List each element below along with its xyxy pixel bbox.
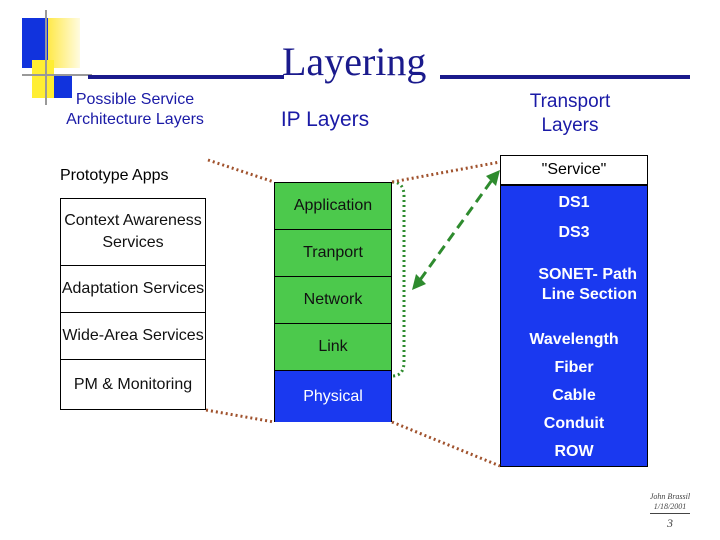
connector-green-arrow	[418, 179, 494, 281]
transport-layer-wavelength: Wavelength	[529, 331, 619, 348]
ip-layer-physical: Physical	[275, 371, 391, 422]
transport-layers-stack: DS1 DS3 SONET- Path Line Section Wavelen…	[500, 185, 648, 467]
service-layer-context-awareness: Context Awareness Services	[64, 212, 202, 251]
divider	[61, 359, 205, 360]
corner-block-yellow-gradient	[48, 18, 80, 68]
service-layer-adaptation: Adaptation Services	[61, 280, 205, 297]
transport-layer-conduit: Conduit	[543, 415, 605, 432]
arrowhead-up	[486, 170, 500, 186]
service-label: "Service"	[541, 161, 607, 178]
connector-brown-bottom	[205, 408, 275, 424]
arrowhead-down	[412, 274, 426, 290]
footer-author: John Brassil	[649, 492, 691, 501]
divider	[275, 323, 391, 324]
header-ip-layers: IP Layers	[280, 108, 370, 131]
divider	[61, 265, 205, 266]
divider	[275, 229, 391, 230]
ip-layers-stack: Application Tranport Network Link Physic…	[274, 182, 392, 422]
connector-brown-ip-transport-bottom	[391, 420, 501, 468]
transport-layer-row: ROW	[554, 443, 594, 460]
ip-layer-link: Link	[318, 338, 348, 355]
corner-block-blue	[22, 18, 48, 68]
footer-date: 1/18/2001	[653, 502, 687, 511]
connector-green-bracket	[391, 180, 406, 378]
transport-layer-ds1: DS1	[558, 194, 590, 211]
header-transport-layers: Transport Layers	[529, 91, 611, 136]
title-rule-right	[440, 75, 690, 79]
divider	[275, 370, 391, 371]
prototype-apps-box: Prototype Apps	[60, 160, 208, 192]
service-layer-wide-area: Wide-Area Services	[62, 327, 204, 344]
title-rule-left	[88, 75, 284, 79]
ip-layer-application: Application	[293, 197, 373, 214]
corner-horizontal-line	[22, 74, 92, 76]
ip-layer-network: Network	[303, 291, 363, 308]
transport-layer-sonet: SONET- Path Line Section	[538, 266, 637, 303]
prototype-apps-label: Prototype Apps	[60, 167, 169, 184]
corner-block-blue-small	[54, 76, 72, 98]
connector-brown-top	[207, 158, 275, 184]
page-number: 3	[667, 516, 673, 530]
connector-brown-ip-transport-top	[391, 160, 501, 184]
corner-block-yellow	[32, 60, 54, 98]
divider	[275, 276, 391, 277]
divider	[61, 312, 205, 313]
transport-layer-cable: Cable	[552, 387, 596, 404]
service-architecture-stack: Context Awareness Services Adaptation Se…	[60, 198, 206, 410]
transport-layer-fiber: Fiber	[554, 359, 594, 376]
transport-layer-ds3: DS3	[558, 224, 590, 241]
corner-vertical-line	[45, 10, 47, 105]
footer-rule	[650, 513, 690, 514]
ip-layer-transport: Tranport	[303, 244, 363, 261]
header-service-architecture: Possible Service Architecture Layers	[66, 91, 204, 128]
page-title: Layering	[282, 39, 427, 84]
service-box: "Service"	[500, 155, 648, 185]
service-layer-pm-monitoring: PM & Monitoring	[73, 376, 193, 393]
